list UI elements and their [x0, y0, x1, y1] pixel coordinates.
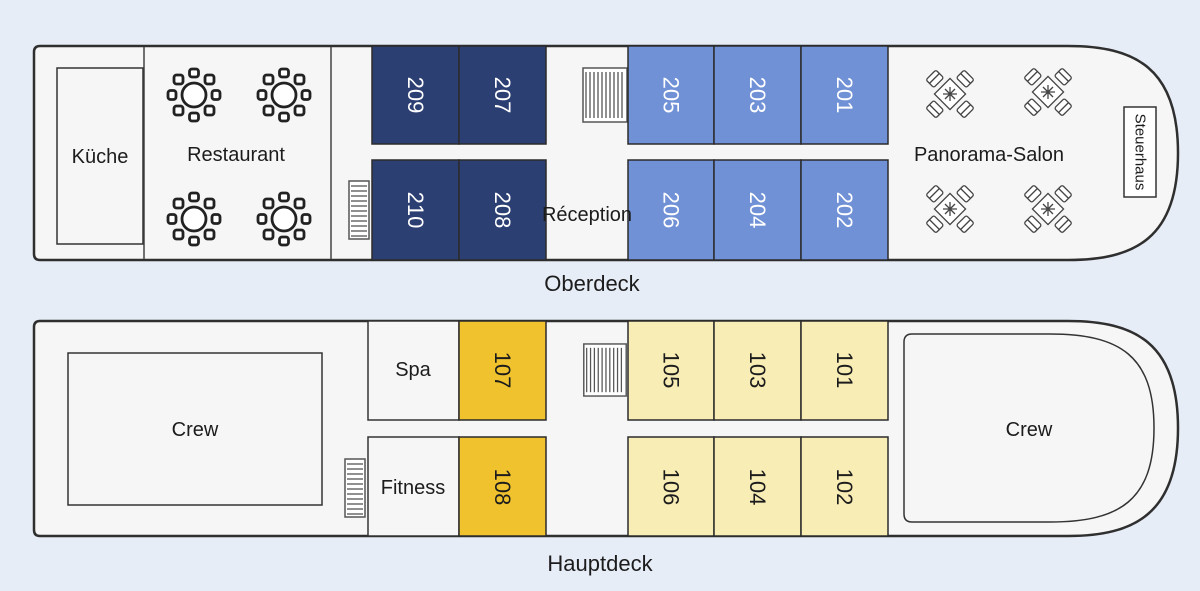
kitchen-label: Küche	[72, 146, 129, 168]
cabin-number: 210	[403, 192, 428, 229]
oberdeck: Küche Restaurant 209 207 205 203	[32, 44, 1180, 296]
cabin-205[interactable]	[627, 45, 715, 145]
deck-title-hauptdeck: Hauptdeck	[547, 551, 653, 576]
cabin-104[interactable]	[713, 436, 802, 537]
cabin-number: 208	[490, 192, 515, 229]
crew-label-aft: Crew	[172, 419, 219, 441]
cabin-number: 201	[832, 77, 857, 114]
crew-area-aft	[67, 352, 323, 506]
cabin-number: 202	[832, 192, 857, 229]
restaurant-label: Restaurant	[187, 144, 285, 166]
cabin-103[interactable]	[713, 320, 802, 421]
cabin-208[interactable]	[458, 159, 547, 261]
cabin-206[interactable]	[627, 159, 715, 261]
spa-room[interactable]	[367, 320, 460, 421]
cabin-number: 107	[490, 352, 515, 389]
cabin-204[interactable]	[713, 159, 802, 261]
cabin-number: 104	[745, 469, 770, 506]
oberdeck-hull	[32, 44, 1180, 262]
reception-label: Réception	[542, 204, 632, 226]
oberdeck-cabin-numbers: 209 207 205 203 201 210 208 206 204 202	[403, 77, 857, 229]
cabin-number: 206	[659, 192, 684, 229]
cabin-106[interactable]	[627, 436, 715, 537]
wheelhouse-room	[1123, 106, 1157, 198]
stairs-icon	[348, 180, 370, 240]
hauptdeck-cabins	[458, 320, 889, 537]
cabin-105[interactable]	[627, 320, 715, 421]
deck-title-oberdeck: Oberdeck	[544, 271, 640, 296]
stairs-icon	[582, 67, 628, 123]
cabin-101[interactable]	[800, 320, 889, 421]
fitness-label: Fitness	[381, 477, 445, 499]
fitness-room[interactable]	[367, 436, 460, 537]
cabin-number: 101	[832, 352, 857, 389]
restaurant-table-icon	[166, 191, 222, 247]
stairs-icon	[583, 343, 627, 397]
restaurant-table-icon	[256, 67, 312, 123]
cabin-number: 205	[659, 77, 684, 114]
panorama-salon-label: Panorama-Salon	[914, 144, 1064, 166]
restaurant-table-icon	[166, 67, 222, 123]
spa-label: Spa	[395, 359, 431, 381]
cabin-number: 108	[490, 469, 515, 506]
oberdeck-cabins	[371, 45, 889, 261]
wheelhouse-label: Steuerhaus	[1132, 114, 1149, 191]
hauptdeck-cabin-numbers: 107 105 103 101 108 106 104 102	[490, 352, 857, 506]
cabin-107[interactable]	[458, 320, 547, 421]
stairs-icon	[344, 458, 366, 518]
cabin-202[interactable]	[800, 159, 889, 261]
cabin-207[interactable]	[458, 45, 547, 145]
crew-area-bow	[903, 333, 1155, 523]
cabin-number: 102	[832, 469, 857, 506]
cabin-number: 103	[745, 352, 770, 389]
cabin-203[interactable]	[713, 45, 802, 145]
cabin-number: 203	[745, 77, 770, 114]
cabin-210[interactable]	[371, 159, 460, 261]
cabin-number: 204	[745, 192, 770, 229]
cabin-201[interactable]	[800, 45, 889, 145]
crew-label-bow: Crew	[1006, 419, 1053, 441]
hauptdeck: Crew Spa Fitness 107 105 103 101 108 106	[32, 319, 1180, 576]
cabin-102[interactable]	[800, 436, 889, 537]
cabin-number: 106	[659, 469, 684, 506]
cabin-number: 207	[490, 77, 515, 114]
cabin-number: 209	[403, 77, 428, 114]
cabin-number: 105	[659, 352, 684, 389]
cabin-108[interactable]	[458, 436, 547, 537]
restaurant-table-icon	[256, 191, 312, 247]
kitchen-room	[56, 67, 144, 245]
